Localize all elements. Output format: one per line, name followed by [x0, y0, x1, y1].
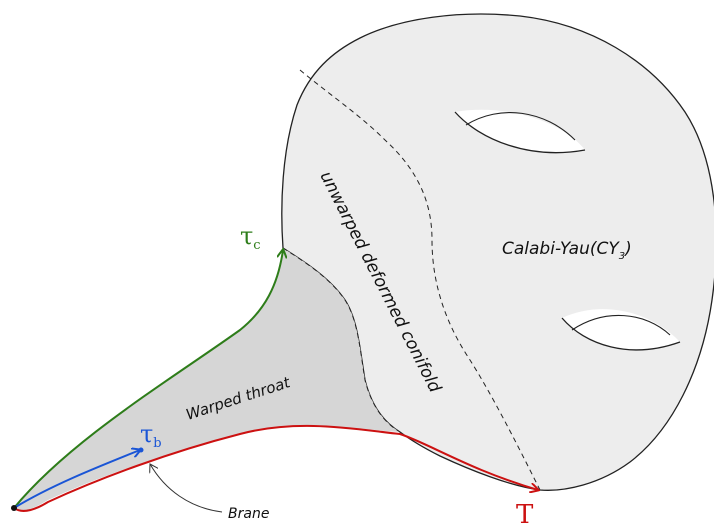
- tau-c-curve: [13, 250, 283, 509]
- big-t-label: T: [516, 500, 534, 527]
- brane-pointer-arrow: [150, 464, 223, 513]
- conifold-boundary-dashed: [299, 69, 541, 491]
- brane-label: Brane: [228, 506, 269, 522]
- throat-boundary-dashed: [282, 247, 401, 433]
- tau-b-curve: [13, 450, 140, 509]
- tau-c-label: τc: [240, 222, 261, 253]
- origin-point: [11, 505, 17, 511]
- upper-hole: [454, 109, 586, 154]
- big-t-curve: [13, 424, 538, 512]
- tau-b-label: τb: [140, 420, 162, 451]
- warped-throat-region: [14, 248, 400, 511]
- brane-point: [138, 447, 144, 453]
- calabi-yau-label: Calabi-Yau(CY3): [502, 239, 632, 262]
- lower-hole: [561, 309, 681, 351]
